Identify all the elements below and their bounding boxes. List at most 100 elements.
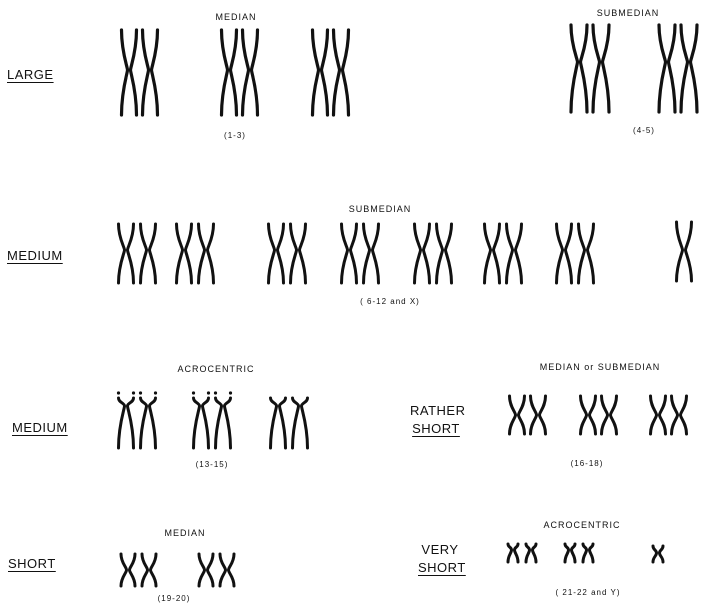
- chromatid-arms: [141, 224, 156, 283]
- chromatid-arms: [194, 398, 209, 448]
- chromatid-arms: [222, 30, 237, 115]
- chromatid-arms: [119, 398, 134, 448]
- chromosome-20-right: [220, 554, 234, 586]
- satellite-dot: [229, 391, 232, 394]
- chromosome-12-right: [579, 224, 594, 283]
- chromosome-7-right: [199, 224, 214, 283]
- satellite-dot: [139, 391, 142, 394]
- chromosome-12-left: [557, 224, 572, 283]
- chromatid-arms: [557, 224, 572, 283]
- chromatid-arms: [510, 396, 525, 434]
- chromosome-9-left: [342, 224, 357, 283]
- satellite-dot: [117, 391, 120, 394]
- chromosome-13-right: [139, 391, 157, 448]
- chromatid-arms: [216, 398, 231, 448]
- chromosome-6-right: [141, 224, 156, 283]
- satellite-dot: [214, 391, 217, 394]
- chromosome-3-left: [313, 30, 328, 115]
- chromosome-18-left: [651, 396, 666, 434]
- chromatid-arms: [271, 398, 286, 448]
- chromatid-arms: [291, 224, 306, 283]
- chromosome-16-right: [531, 396, 546, 434]
- chromosome-13-left: [117, 391, 135, 448]
- chromosome-8-right: [291, 224, 306, 283]
- chromatid-arms: [143, 30, 158, 115]
- chromosome-14-left: [192, 391, 210, 448]
- chromatid-arms: [177, 224, 192, 283]
- chromosome-22-right: [583, 544, 593, 562]
- chromatid-arms: [677, 222, 692, 281]
- chromosome-5-left: [659, 25, 675, 112]
- chromatid-arms: [293, 398, 308, 448]
- chromosome-10-left: [415, 224, 430, 283]
- chromatid-arms: [681, 25, 697, 112]
- chromatid-arms: [334, 30, 349, 115]
- chromosome-18-right: [672, 396, 687, 434]
- chromosome-11-left: [485, 224, 500, 283]
- chromatid-arms: [508, 544, 518, 562]
- chromosome-9-right: [364, 224, 379, 283]
- chromosome-4-left: [571, 25, 587, 112]
- chromatid-arms: [121, 554, 135, 586]
- chromosome-16-left: [510, 396, 525, 434]
- satellite-dot: [207, 391, 210, 394]
- chromatid-arms: [220, 554, 234, 586]
- chromatid-arms: [651, 396, 666, 434]
- chromatid-arms: [199, 554, 213, 586]
- chromosome-20-left: [199, 554, 213, 586]
- chromatid-arms: [243, 30, 258, 115]
- chromatid-arms: [415, 224, 430, 283]
- chromosome-14-right: [214, 391, 232, 448]
- chromatid-arms: [672, 396, 687, 434]
- chromatid-arms: [531, 396, 546, 434]
- chromatid-arms: [653, 546, 663, 562]
- chromatid-arms: [659, 25, 675, 112]
- chromatid-arms: [142, 554, 156, 586]
- chromatid-arms: [122, 30, 137, 115]
- chromosome-2-right: [243, 30, 258, 115]
- chromosome-10-right: [437, 224, 452, 283]
- chromatid-arms: [199, 224, 214, 283]
- chromosome-2-left: [222, 30, 237, 115]
- chromatid-arms: [437, 224, 452, 283]
- chromosome-1-left: [122, 30, 137, 115]
- chromosome-5-right: [681, 25, 697, 112]
- chromosome-21-left: [508, 544, 518, 562]
- chromosome-21-right: [526, 544, 536, 562]
- chromatid-arms: [526, 544, 536, 562]
- satellite-dot: [132, 391, 135, 394]
- chromatid-arms: [571, 25, 587, 112]
- chromosome-y: [653, 546, 663, 562]
- chromatid-arms: [581, 396, 596, 434]
- chromatid-arms: [602, 396, 617, 434]
- chromosome-6-left: [119, 224, 134, 283]
- chromosome-22-left: [565, 544, 575, 562]
- chromatid-arms: [364, 224, 379, 283]
- chromosome-15-right: [293, 398, 308, 448]
- chromatid-arms: [119, 224, 134, 283]
- chromosome-x: [677, 222, 692, 281]
- chromosome-19-right: [142, 554, 156, 586]
- satellite-dot: [154, 391, 157, 394]
- chromosome-3-right: [334, 30, 349, 115]
- chromatid-arms: [342, 224, 357, 283]
- chromatid-arms: [141, 398, 156, 448]
- chromatid-arms: [507, 224, 522, 283]
- chromatid-arms: [269, 224, 284, 283]
- chromosome-15-left: [271, 398, 286, 448]
- chromatid-arms: [593, 25, 609, 112]
- chromosome-19-left: [121, 554, 135, 586]
- chromosome-17-left: [581, 396, 596, 434]
- chromatid-arms: [579, 224, 594, 283]
- chromosome-11-right: [507, 224, 522, 283]
- chromatid-arms: [565, 544, 575, 562]
- chromatid-arms: [583, 544, 593, 562]
- chromosome-17-right: [602, 396, 617, 434]
- chromosome-7-left: [177, 224, 192, 283]
- chromosome-1-right: [143, 30, 158, 115]
- chromatid-arms: [313, 30, 328, 115]
- chromosome-4-right: [593, 25, 609, 112]
- chromatid-arms: [485, 224, 500, 283]
